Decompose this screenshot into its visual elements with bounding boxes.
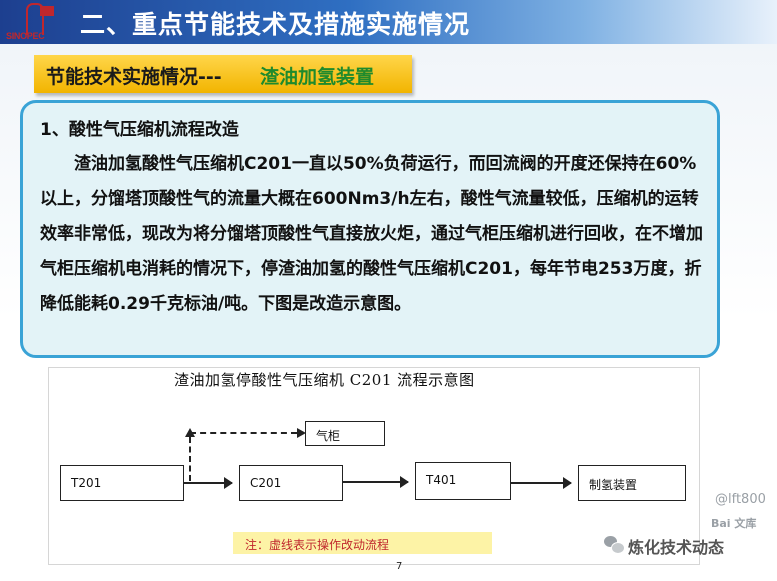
content-heading: 1、酸性气压缩机流程改造 (40, 120, 239, 140)
node-t201: T201 (60, 465, 184, 501)
arrow-t201-c201 (184, 477, 233, 489)
wechat-icon (604, 536, 625, 554)
content-paragraph: 渣油加氢酸性气压缩机C201一直以50%负荷运行，而回流阀的开度还保持在60%以… (40, 154, 703, 314)
arrow-c201-t401 (343, 476, 409, 488)
slide-title: 二、重点节能技术及措施实施情况 (80, 10, 471, 39)
subtitle-banner: 节能技术实施情况--- 渣油加氢装置 (34, 55, 412, 93)
subtitle-highlight: 渣油加氢装置 (260, 66, 375, 88)
watermark-site: Bai 文库 (711, 517, 757, 530)
channel-name: 炼化技术动态 (628, 538, 725, 557)
node-hydrogen-unit-label: 制氢装置 (589, 478, 638, 492)
dashed-line-up (189, 437, 191, 481)
logo-flag-icon (40, 6, 54, 16)
watermark-user: @lft800 (715, 492, 766, 507)
node-gas-holder-label: 气柜 (316, 429, 341, 443)
content-panel: 1、酸性气压缩机流程改造 渣油加氢酸性气压缩机C201一直以50%负荷运行，而回… (20, 100, 720, 358)
page-number: 7 (396, 561, 403, 572)
diagram-title: 渣油加氢停酸性气压缩机 C201 流程示意图 (174, 371, 475, 389)
node-t401: T401 (415, 462, 511, 500)
logo-mast-icon (26, 3, 44, 35)
node-gas-holder: 气柜 (305, 421, 385, 446)
dashed-line-right (190, 432, 297, 434)
diagram-note: 注：虚线表示操作改动流程 (233, 532, 492, 554)
node-c201: C201 (239, 465, 343, 501)
arrow-t401-hydrogen (511, 477, 572, 489)
node-hydrogen-unit: 制氢装置 (578, 465, 686, 501)
sinopec-logo: SINOPEC (4, 0, 66, 44)
node-t401-label: T401 (426, 473, 457, 487)
subtitle-prefix: 节能技术实施情况--- (46, 66, 222, 88)
slide-header: SINOPEC 二、重点节能技术及措施实施情况 (0, 0, 777, 44)
node-t201-label: T201 (71, 476, 102, 490)
node-c201-label: C201 (250, 476, 282, 490)
logo-text: SINOPEC (6, 31, 45, 41)
dashed-arrow-right-icon (297, 428, 306, 438)
diagram-note-text: 注：虚线表示操作改动流程 (245, 538, 390, 552)
